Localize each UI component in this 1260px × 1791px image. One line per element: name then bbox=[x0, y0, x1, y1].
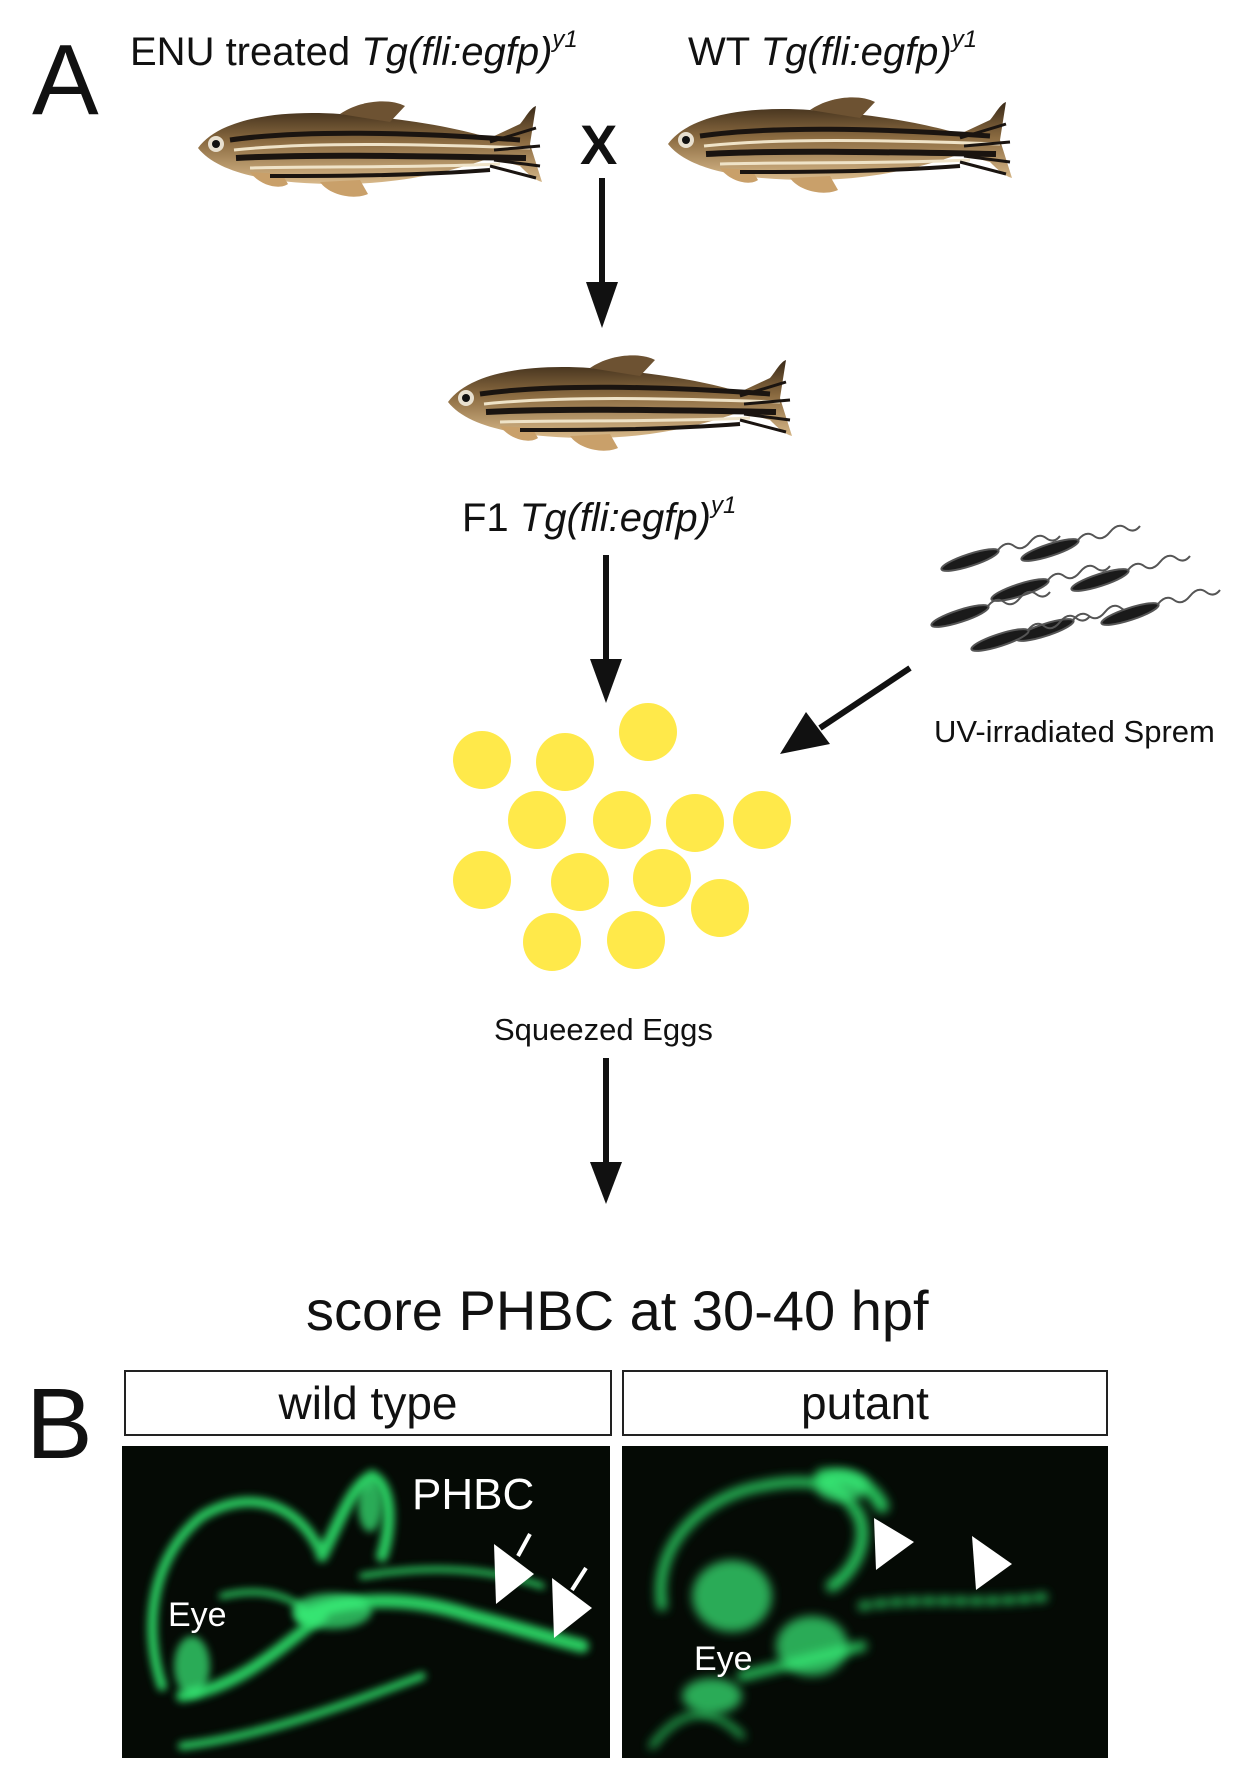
phbc-missing-arrowhead bbox=[874, 1518, 914, 1570]
f1-genotype: Tg(fli:egfp) bbox=[519, 496, 711, 540]
egg bbox=[593, 791, 651, 849]
putant-fluorescence bbox=[649, 1468, 1056, 1749]
f1-fish bbox=[440, 350, 792, 460]
arrow-eggs-to-score bbox=[590, 1058, 622, 1204]
egg bbox=[619, 703, 677, 761]
egg bbox=[453, 851, 511, 909]
putant-header: putant bbox=[622, 1370, 1108, 1436]
wild-type-fluorescence bbox=[147, 1469, 592, 1750]
phbc-arrowhead bbox=[494, 1544, 534, 1604]
egg bbox=[666, 794, 724, 852]
eye-label-putant: Eye bbox=[694, 1640, 753, 1678]
putant-image: Eye bbox=[622, 1446, 1108, 1758]
parent2-genotype: Tg(fli:egfp) bbox=[760, 30, 952, 74]
f1-prefix: F1 bbox=[462, 496, 520, 540]
parent2-allele: y1 bbox=[951, 26, 978, 53]
parent1-allele: y1 bbox=[552, 26, 578, 53]
sperm-cluster-icon bbox=[928, 524, 1221, 656]
sperm-label: UV-irradiated Sprem bbox=[934, 714, 1215, 749]
arrow-cross-to-f1 bbox=[586, 178, 618, 328]
egg bbox=[633, 849, 691, 907]
parent1-label: ENU treated Tg(fli:egfp)y1 bbox=[130, 28, 578, 74]
wild-type-image: PHBC Eye bbox=[122, 1446, 610, 1758]
egg bbox=[733, 791, 791, 849]
egg bbox=[691, 879, 749, 937]
phbc-arrowhead bbox=[552, 1578, 592, 1638]
arrow-sperm-to-eggs bbox=[780, 665, 912, 754]
egg bbox=[453, 731, 511, 789]
egg bbox=[551, 853, 609, 911]
f1-allele: y1 bbox=[710, 492, 737, 519]
panel-a-letter: A bbox=[32, 24, 99, 136]
phbc-pointer-line bbox=[570, 1566, 588, 1592]
parent2-prefix: WT bbox=[688, 30, 761, 74]
egg bbox=[508, 791, 566, 849]
wild-type-header: wild type bbox=[124, 1370, 612, 1436]
wt-fish bbox=[660, 92, 1012, 202]
eggs-label: Squeezed Eggs bbox=[494, 1012, 713, 1047]
enu-treated-fish bbox=[190, 96, 542, 206]
egg bbox=[523, 913, 581, 971]
phbc-pointer-line bbox=[516, 1533, 532, 1557]
arrow-f1-to-eggs bbox=[590, 555, 622, 703]
egg-cluster bbox=[453, 703, 791, 971]
f1-label: F1 Tg(fli:egfp)y1 bbox=[462, 494, 736, 540]
phbc-label: PHBC bbox=[412, 1470, 535, 1519]
egg bbox=[536, 733, 594, 791]
egg bbox=[607, 911, 665, 969]
panel-b-letter: B bbox=[26, 1368, 93, 1480]
cross-symbol: X bbox=[580, 113, 618, 176]
parent2-label: WT Tg(fli:egfp)y1 bbox=[688, 28, 977, 74]
parent1-prefix: ENU treated bbox=[130, 30, 362, 74]
phbc-missing-arrowhead bbox=[972, 1536, 1012, 1590]
eye-label-wild-type: Eye bbox=[168, 1596, 227, 1634]
score-label: score PHBC at 30-40 hpf bbox=[306, 1279, 929, 1342]
parent1-genotype: Tg(fli:egfp) bbox=[361, 30, 553, 74]
